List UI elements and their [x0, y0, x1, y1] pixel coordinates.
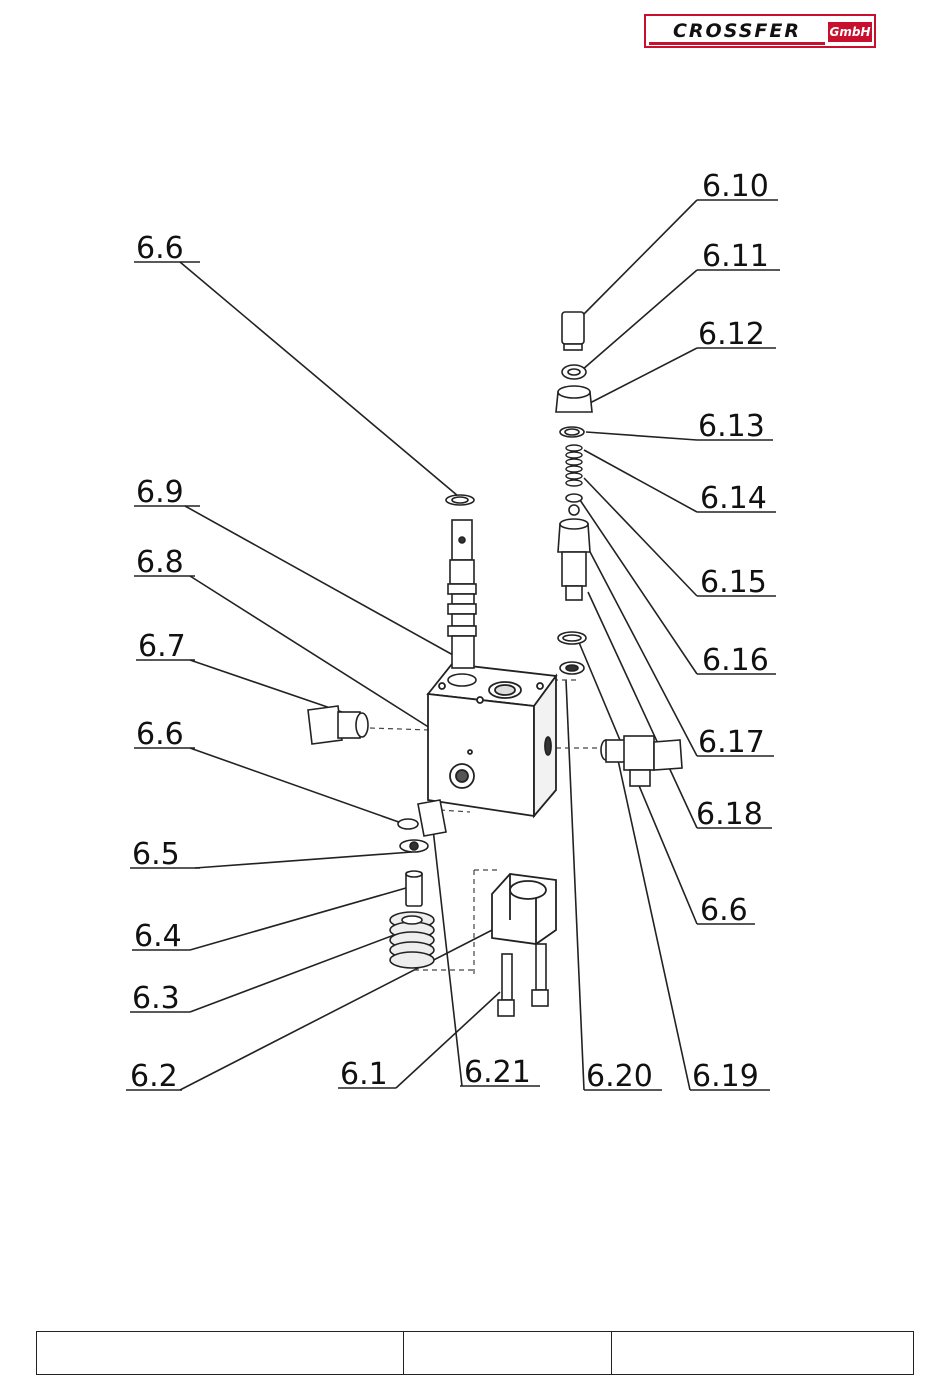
- label-6-11: 6.11: [702, 239, 769, 274]
- manifold-block: [428, 664, 556, 816]
- label-6-10: 6.10: [702, 169, 769, 204]
- right-elbow-fitting: [601, 736, 682, 786]
- pipe-clamp: [492, 874, 556, 944]
- leader-6-6-left: [134, 748, 410, 826]
- leader-6-6-right: [578, 640, 755, 924]
- label-6-18: 6.18: [696, 797, 763, 832]
- bolt-pair: [498, 944, 548, 1016]
- label-6-2: 6.2: [130, 1059, 178, 1094]
- label-6-9: 6.9: [136, 475, 184, 510]
- label-6-4: 6.4: [134, 919, 182, 954]
- label-6-19: 6.19: [692, 1059, 759, 1094]
- label-6-6-left: 6.6: [136, 717, 184, 752]
- spring-washer-stack: [390, 912, 434, 968]
- exploded-parts-diagram: 6.10 6.11 6.12 6.13 6.14 6.15 6.16 6.17 …: [0, 0, 950, 1330]
- footer-table: [36, 1331, 914, 1375]
- label-6-12: 6.12: [698, 317, 765, 352]
- leader-6-18: [588, 592, 772, 828]
- leader-6-6-top: [134, 262, 458, 496]
- label-6-16: 6.16: [702, 643, 769, 678]
- leader-6-12: [588, 348, 776, 404]
- label-6-17: 6.17: [698, 725, 765, 760]
- left-elbow-fitting: [308, 706, 368, 744]
- label-6-1: 6.1: [340, 1057, 388, 1092]
- label-6-14: 6.14: [700, 481, 767, 516]
- label-6-3: 6.3: [132, 981, 180, 1016]
- lower-elbow-fitting: [398, 800, 446, 852]
- footer-cell-3: [612, 1332, 913, 1374]
- label-6-21: 6.21: [464, 1055, 531, 1090]
- label-6-5: 6.5: [132, 837, 180, 872]
- pin-part: [406, 871, 422, 906]
- label-6-15: 6.15: [700, 565, 767, 600]
- label-6-7: 6.7: [138, 629, 186, 664]
- label-6-13: 6.13: [698, 409, 765, 444]
- label-6-8: 6.8: [136, 545, 184, 580]
- footer-cell-1: [37, 1332, 404, 1374]
- valve-stem: [446, 495, 476, 686]
- footer-cell-2: [404, 1332, 612, 1374]
- label-6-6-top: 6.6: [136, 231, 184, 266]
- label-6-6-right: 6.6: [700, 893, 748, 928]
- leader-6-7: [136, 660, 342, 712]
- label-6-20: 6.20: [586, 1059, 653, 1094]
